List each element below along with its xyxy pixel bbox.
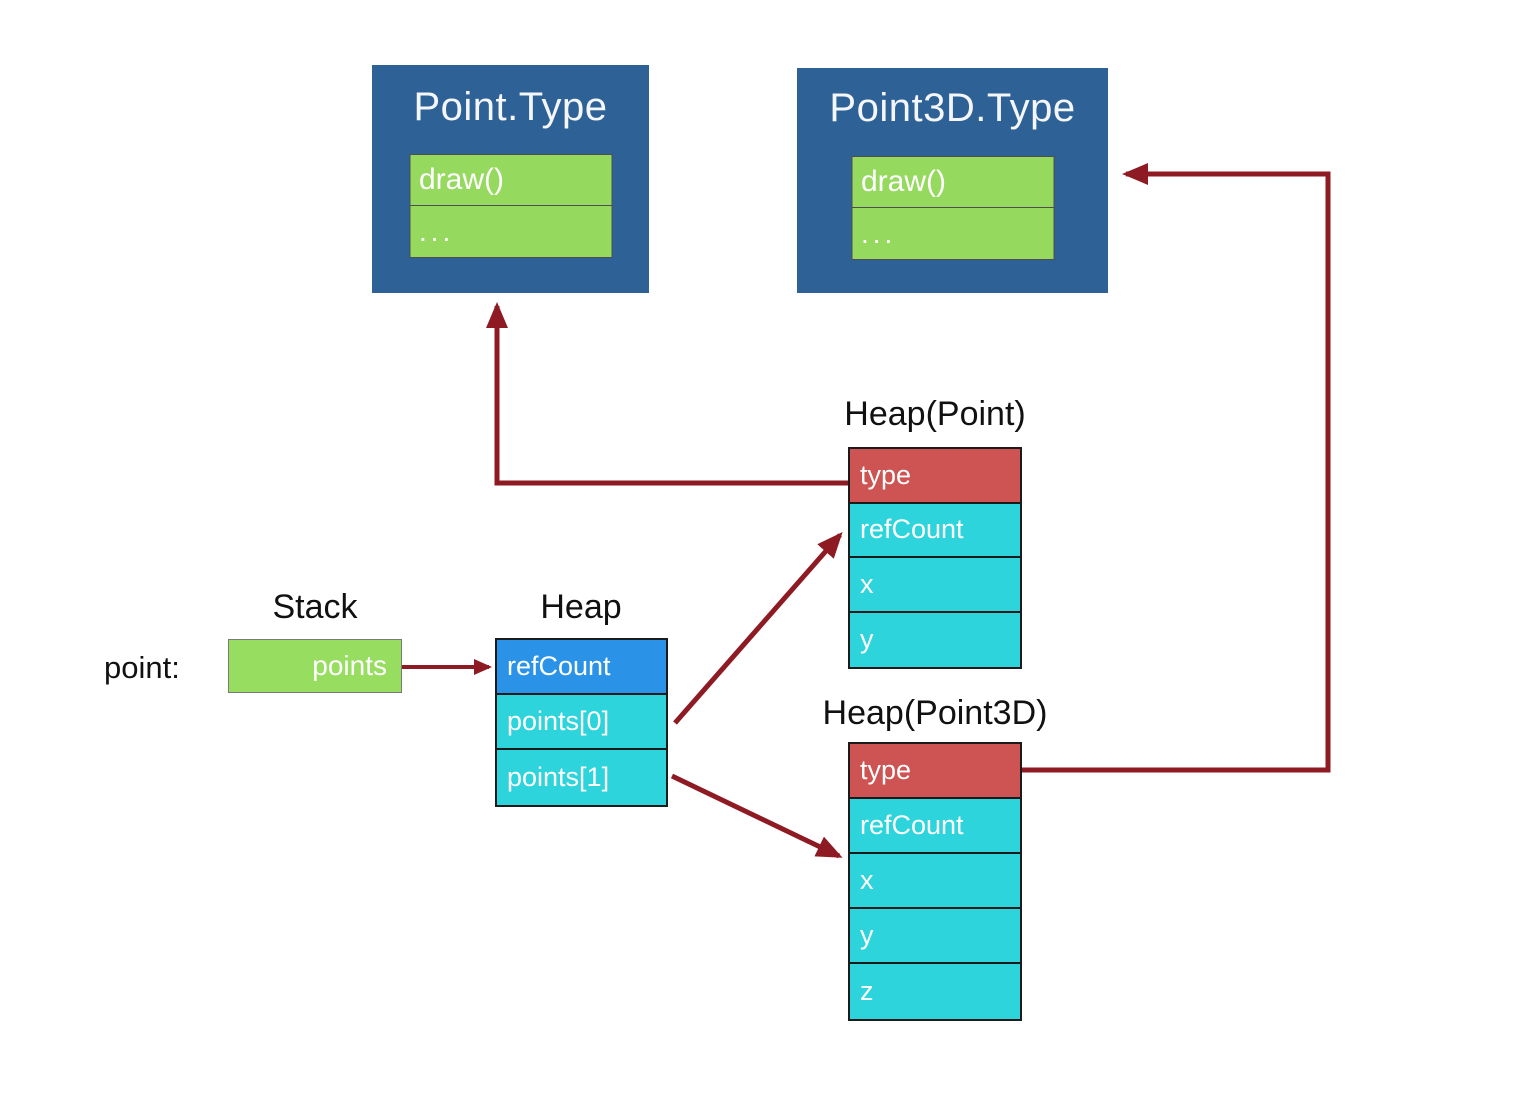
heap-point-row-x: x [850,558,1020,613]
point3d-type-box: Point3D.Type draw() ... [797,68,1108,293]
stack-points-cell: points [228,639,402,693]
point-type-row-ellipsis: ... [409,206,612,258]
point3d-type-row-ellipsis: ... [851,208,1054,260]
point3d-type-title: Point3D.Type [829,86,1076,130]
point-type-row-draw: draw() [409,154,612,206]
heap-array-table: refCount points[0] points[1] [495,638,668,807]
point3d-type-rows: draw() ... [851,156,1054,260]
heap-point3d-row-type: type [850,744,1020,799]
heap-row-refcount: refCount [497,640,666,695]
heap-point3d-row-refcount: refCount [850,799,1020,854]
heap-point-label: Heap(Point) [844,395,1026,433]
arrow-points0-to-heap-point [673,531,843,725]
heap-point3d-row-x: x [850,854,1020,909]
heap-point-row-type: type [850,449,1020,504]
heap-point-table: type refCount x y [848,447,1022,669]
heap-label: Heap [540,588,622,626]
heap-row-points1: points[1] [497,750,666,805]
pointer-variable-label: point: [104,650,180,685]
point-type-title: Point.Type [413,85,608,129]
heap-point3d-table: type refCount x y z [848,742,1022,1021]
arrow-heap-point-type-to-point-type [486,302,848,486]
heap-point3d-row-z: z [850,964,1020,1019]
point-type-box: Point.Type draw() ... [372,65,649,293]
stack-label: Stack [272,588,358,626]
heap-point3d-label: Heap(Point3D) [822,694,1048,732]
heap-point-row-refcount: refCount [850,503,1020,558]
heap-row-points0: points[0] [497,695,666,750]
heap-point-row-y: y [850,612,1020,667]
point-type-rows: draw() ... [409,154,612,258]
arrow-points1-to-heap-point3d [670,773,843,859]
point3d-type-row-draw: draw() [851,156,1054,208]
heap-point3d-row-y: y [850,909,1020,964]
